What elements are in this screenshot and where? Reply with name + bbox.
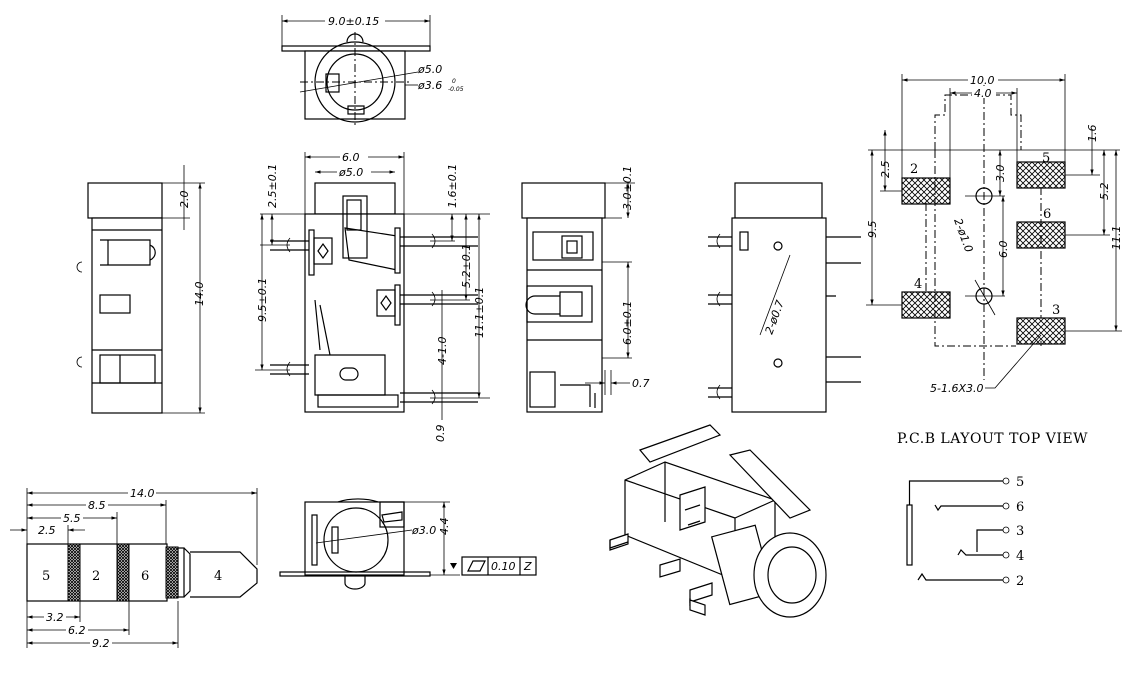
schematic-pin-label: 2 xyxy=(1016,574,1024,589)
left-view: 2.0 14.0 xyxy=(76,165,206,414)
schematic: 5 6 3 4 2 xyxy=(906,475,1024,589)
isometric-view xyxy=(609,424,827,618)
tol-upper: 0 xyxy=(452,78,456,85)
plug-segment-label: 4 xyxy=(214,569,222,584)
plug-segment-label: 2 xyxy=(92,569,100,584)
front-d-top-right: 1.6±0.1 xyxy=(446,164,459,208)
front-d-top-left: 2.5±0.1 xyxy=(266,164,279,208)
pcb-d2: 2.5 xyxy=(879,161,892,179)
front-d-total-right: 11.1±0.1 xyxy=(473,287,486,338)
top-width-label: 9.0±0.15 xyxy=(328,15,379,28)
plug-dim-label: 3.2 xyxy=(46,611,64,624)
pcb-width-label: 10.0 xyxy=(970,74,995,87)
front-d-left: 9.5±0.1 xyxy=(256,278,269,322)
front-bottom: 0.9 xyxy=(434,425,447,443)
side-pin-label: 0.7 xyxy=(632,377,650,390)
flatness-datum: Z xyxy=(523,560,532,573)
pcb-layout-title: P.C.B LAYOUT TOP VIEW xyxy=(897,431,1088,447)
schematic-pin-label: 6 xyxy=(1016,500,1024,515)
front-view: 6.0 ø5.0 2.5±0.1 9.5±0.1 1.6±0.1 5. xyxy=(255,150,490,442)
pad-4 xyxy=(901,291,951,319)
bottom-height-label: 4.4 xyxy=(438,518,451,536)
plug-dim-label: 2.5 xyxy=(38,524,56,537)
pcb-d5: 6.0 xyxy=(997,241,1010,259)
flatness-icon xyxy=(467,560,486,572)
side-top-label: 3.0±0.1 xyxy=(621,166,634,210)
pad-3 xyxy=(1016,317,1066,345)
front-dia-label: ø5.0 xyxy=(338,166,363,179)
plug-dim-label: 9.2 xyxy=(92,637,110,650)
front-d-mid-right: 5.2±0.1 xyxy=(460,244,473,288)
tol-lower: -0.05 xyxy=(448,86,464,93)
bottom-dia-label: ø3.0 xyxy=(411,524,436,537)
pcb-inner-label: 4.0 xyxy=(974,87,992,100)
plug-dim-label: 5.5 xyxy=(63,512,81,525)
top-dia-inner-label: ø3.6 xyxy=(417,79,442,92)
top-dia-outer-label: ø5.0 xyxy=(417,63,442,76)
pad-label: 5 xyxy=(1042,151,1050,166)
side-view: 3.0±0.1 6.0±0.1 0.7 xyxy=(521,166,650,413)
front-pin-width: 4-1.0 xyxy=(436,337,449,365)
plug-segment-label: 6 xyxy=(141,569,149,584)
bottom-view: ø3.0 4.4 0.10 Z xyxy=(279,498,537,590)
pad-label: 2 xyxy=(910,162,918,177)
pad-label: 6 xyxy=(1043,207,1051,222)
pad-6 xyxy=(1016,221,1066,249)
plug-segment-label: 5 xyxy=(42,569,50,584)
flatness-value: 0.10 xyxy=(491,560,516,573)
schematic-pin-label: 5 xyxy=(1016,475,1024,490)
back-view: 2-ø0.7 xyxy=(708,182,861,413)
pad-2 xyxy=(901,177,951,205)
side-mid-label: 6.0±0.1 xyxy=(621,301,634,345)
pcb-d3: 3.0 xyxy=(994,165,1007,183)
pcb-holes: 2-ø1.0 xyxy=(951,217,975,255)
plug-dim-label: 14.0 xyxy=(130,487,155,500)
pad-5 xyxy=(1016,161,1066,189)
pcb-d6: 9.5 xyxy=(866,221,879,239)
pcb-d7: 11.1 xyxy=(1110,226,1123,251)
flatness-frame xyxy=(461,556,537,576)
pad-label: 3 xyxy=(1052,303,1060,318)
plug-dim-label: 6.2 xyxy=(68,624,86,637)
schematic-pin-label: 4 xyxy=(1016,549,1024,564)
pcb-d4: 5.2 xyxy=(1098,183,1111,201)
pcb-layout: 2 5 6 4 3 10.0 4.0 1.6 5.2 11.1 2.5 9.5 … xyxy=(866,73,1123,447)
plug-drawing: 5 2 6 4 14.0 8.5 5.5 2.5 3.2 6.2 9.2 xyxy=(10,487,258,650)
schematic-pin-label: 3 xyxy=(1016,524,1024,539)
left-top-label: 2.0 xyxy=(178,191,191,209)
pcb-pad-note: 5-1.6X3.0 xyxy=(930,382,984,395)
pcb-d1: 1.6 xyxy=(1086,125,1099,143)
front-width-label: 6.0 xyxy=(342,151,360,164)
left-length-label: 14.0 xyxy=(193,282,206,307)
top-view: 9.0±0.15 ø5.0 ø3.6 0 -0.05 xyxy=(281,13,464,128)
plug-dim-label: 8.5 xyxy=(88,499,106,512)
pad-label: 4 xyxy=(914,277,922,292)
